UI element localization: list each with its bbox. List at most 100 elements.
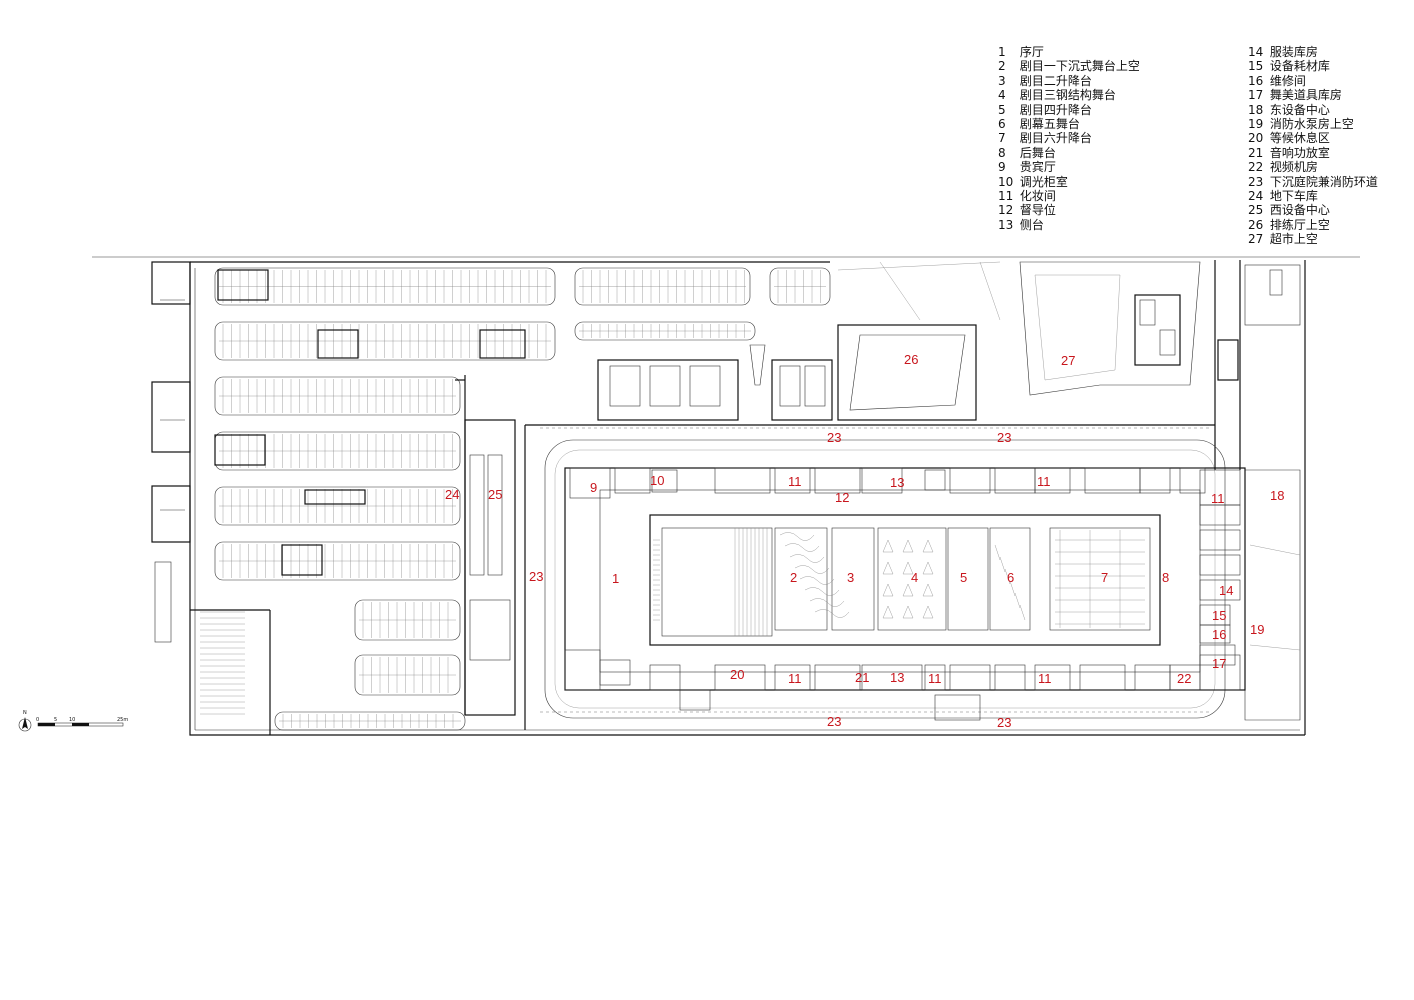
theatre-building bbox=[564, 467, 1246, 691]
room-label: 17 bbox=[1212, 656, 1226, 671]
room-outline bbox=[814, 664, 861, 691]
room-label: 24 bbox=[445, 487, 459, 502]
legend-item: 2 剧目一下沉式舞台上空 bbox=[998, 59, 1140, 74]
legend-item: 8 后舞台 bbox=[998, 145, 1056, 160]
legend-item: 5 剧目四升降台 bbox=[998, 102, 1092, 117]
legend-item: 19 消防水泵房上空 bbox=[1248, 117, 1354, 132]
room-label: 5 bbox=[960, 570, 967, 585]
room-labels: 23 23 23 23 24 25 23 9 10 11 12 13 11 11… bbox=[445, 352, 1284, 730]
stair-core bbox=[479, 329, 526, 359]
legend-item: 9 贵宾厅 bbox=[998, 160, 1056, 175]
room-label: 10 bbox=[650, 473, 664, 488]
legend-item: 18 东设备中心 bbox=[1248, 102, 1330, 117]
north-service-block bbox=[597, 344, 833, 421]
room-label: 13 bbox=[890, 670, 904, 685]
room-label: 19 bbox=[1250, 622, 1264, 637]
room-label: 11 bbox=[1037, 474, 1051, 489]
parking-row bbox=[574, 321, 756, 341]
legend-item: 7 剧目六升降台 bbox=[998, 131, 1092, 146]
scale-tick: 5 bbox=[54, 717, 57, 723]
building-outline bbox=[189, 260, 1306, 736]
room-outline bbox=[564, 649, 601, 691]
room-label: 9 bbox=[590, 480, 597, 495]
west-stair-towers bbox=[151, 261, 191, 643]
room-label: 12 bbox=[835, 490, 849, 505]
room-label: 21 bbox=[855, 670, 869, 685]
legend-item: 6 剧幕五舞台 bbox=[998, 117, 1080, 132]
north-arrow-icon bbox=[22, 717, 28, 729]
room-outline bbox=[1199, 554, 1241, 576]
room-label: 3 bbox=[847, 570, 854, 585]
room-outline bbox=[1199, 579, 1241, 601]
north-label: N bbox=[23, 710, 27, 716]
room-outline bbox=[1199, 624, 1231, 644]
room-label: 7 bbox=[1101, 570, 1108, 585]
room-label: 15 bbox=[1212, 608, 1226, 623]
room-label: 18 bbox=[1270, 488, 1284, 503]
scale-tick: 10 bbox=[69, 717, 75, 723]
legend-column-2: 14 服装库房 15 设备耗材库 16 维修间 17 舞美道具库房 18 东设备… bbox=[1248, 45, 1378, 247]
parking-row bbox=[574, 267, 751, 306]
legend-item: 15 设备耗材库 bbox=[1248, 59, 1330, 74]
parking-row bbox=[769, 267, 831, 306]
room-label: 11 bbox=[788, 474, 802, 489]
room-label: 20 bbox=[730, 667, 744, 682]
legend-item: 24 地下车库 bbox=[1248, 189, 1318, 204]
parking-row bbox=[214, 321, 556, 361]
room-outline bbox=[949, 664, 991, 691]
room-label: 16 bbox=[1212, 627, 1226, 642]
parking-row bbox=[274, 711, 466, 731]
room-outline bbox=[1199, 529, 1241, 551]
legend-item: 20 等候休息区 bbox=[1248, 131, 1330, 146]
room-outline bbox=[649, 664, 681, 691]
parking-garage bbox=[190, 267, 831, 735]
room-outline bbox=[861, 664, 923, 691]
supermarket-void bbox=[1019, 261, 1201, 396]
room-outline bbox=[1199, 644, 1236, 666]
room-label: 23 bbox=[997, 715, 1011, 730]
room-outline bbox=[1034, 467, 1071, 494]
room-outline bbox=[1199, 504, 1241, 526]
room-outline bbox=[1134, 664, 1171, 691]
legend-item: 25 西设备中心 bbox=[1248, 203, 1330, 218]
room-label: 23 bbox=[529, 569, 543, 584]
room-outline bbox=[1179, 467, 1206, 494]
room-label: 25 bbox=[488, 487, 502, 502]
room-outline bbox=[1079, 664, 1126, 691]
room-label: 27 bbox=[1061, 353, 1075, 368]
parking-row bbox=[214, 376, 461, 416]
room-outline bbox=[1139, 467, 1171, 494]
room-outline bbox=[1034, 664, 1071, 691]
sunken-courtyard-ring bbox=[524, 424, 1226, 730]
legend-item: 12 督导位 bbox=[998, 203, 1056, 218]
parking-row bbox=[214, 267, 556, 306]
room-label: 23 bbox=[827, 430, 841, 445]
room-outline bbox=[774, 664, 811, 691]
legend-item: 21 音响功放室 bbox=[1248, 145, 1330, 160]
room-label: 23 bbox=[997, 430, 1011, 445]
parking-row bbox=[214, 541, 461, 581]
room-label: 11 bbox=[1211, 491, 1225, 506]
scale-tick: 25m bbox=[117, 717, 128, 723]
room-outline bbox=[651, 469, 678, 493]
room-label: 26 bbox=[904, 352, 918, 367]
scale-bar: N 0 5 10 25m bbox=[18, 710, 128, 732]
room-label: 4 bbox=[911, 570, 918, 585]
south-rooms-strip bbox=[679, 689, 981, 721]
legend-column-1: 1 序厅 2 剧目一下沉式舞台上空 3 剧目二升降台 4 剧目三钢结构舞台 5 … bbox=[998, 45, 1140, 232]
room-label: 11 bbox=[788, 671, 802, 686]
room-outline bbox=[714, 467, 771, 494]
room-label: 1 bbox=[612, 571, 619, 586]
east-service-strip bbox=[1214, 260, 1301, 721]
legend-item: 11 化妆间 bbox=[998, 189, 1056, 204]
room-outline bbox=[1199, 654, 1241, 691]
room-outline bbox=[599, 659, 631, 686]
west-equipment-center bbox=[464, 419, 516, 716]
legend-item: 26 排练厅上空 bbox=[1248, 217, 1330, 232]
room-label: 23 bbox=[827, 714, 841, 729]
room-outline bbox=[569, 467, 611, 499]
room-outline bbox=[714, 664, 766, 691]
legend-item: 4 剧目三钢结构舞台 bbox=[998, 88, 1116, 103]
room-label: 22 bbox=[1177, 671, 1191, 686]
